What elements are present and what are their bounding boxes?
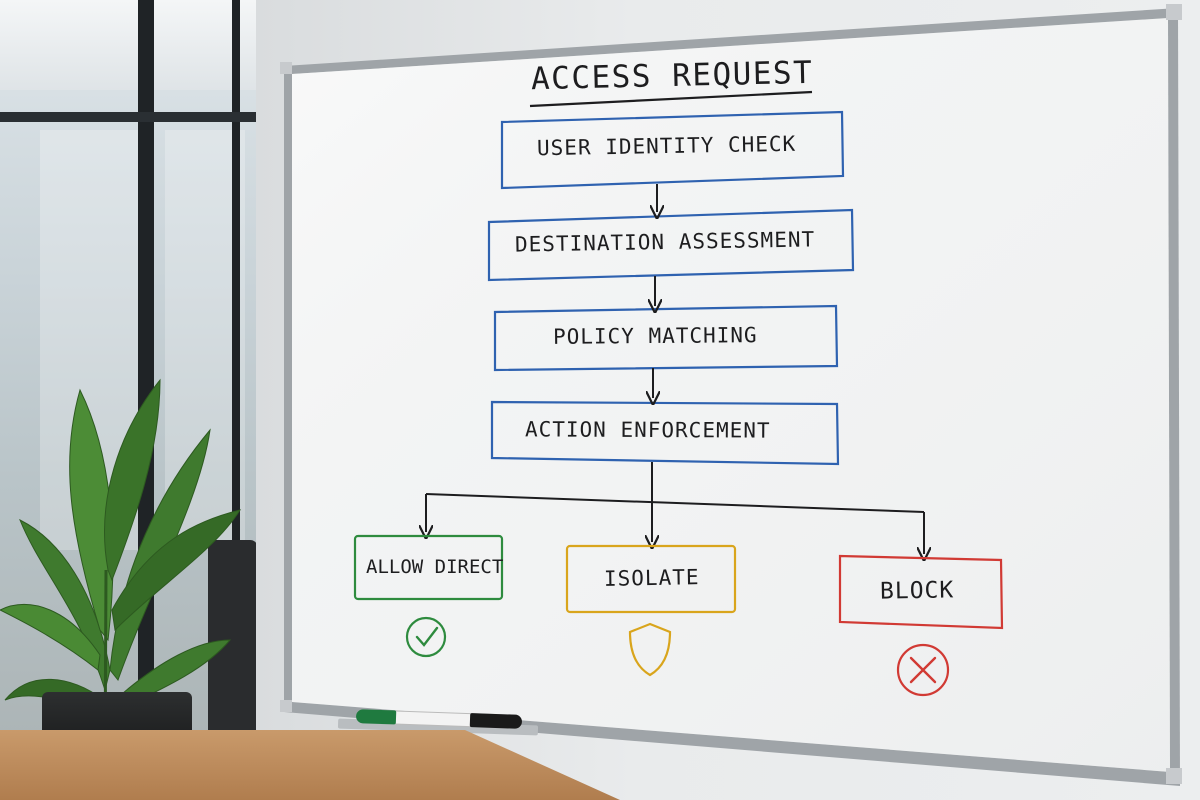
frame-corner: [280, 700, 292, 712]
step-box-user-identity-check: [500, 110, 845, 190]
frame-corner: [1166, 4, 1182, 20]
x-circle-icon: [896, 643, 950, 697]
outcome-label-block: BLOCK: [879, 577, 955, 605]
step-box-destination-assessment: [487, 208, 855, 282]
step-box-action-enforcement: [490, 400, 840, 466]
outcome-box-isolate: [565, 544, 737, 614]
outcome-label-allow-direct: ALLOW DIRECT: [366, 556, 504, 578]
outcome-box-allow-direct: [353, 534, 504, 601]
step-label-action-enforcement: ACTION ENFORCEMENT: [524, 417, 771, 443]
frame-corner: [280, 62, 292, 74]
window-frame: [0, 112, 262, 122]
outcome-box-block: [838, 554, 1004, 630]
window-frame: [232, 0, 240, 720]
ceiling-light: [0, 0, 262, 90]
title-underline: [529, 90, 813, 108]
shield-icon: [628, 622, 672, 677]
branch-bar: [425, 493, 925, 513]
check-circle-icon: [405, 616, 447, 658]
office-window: [0, 0, 262, 800]
step-box-policy-matching: [493, 304, 839, 372]
step-label-user-identity-check: USER IDENTITY CHECK: [536, 131, 797, 161]
outcome-label-isolate: ISOLATE: [603, 565, 700, 591]
office-chair: [208, 540, 258, 740]
board-title: ACCESS REQUEST: [530, 54, 814, 98]
frame-corner: [1166, 768, 1182, 784]
step-label-policy-matching: POLICY MATCHING: [552, 323, 758, 349]
